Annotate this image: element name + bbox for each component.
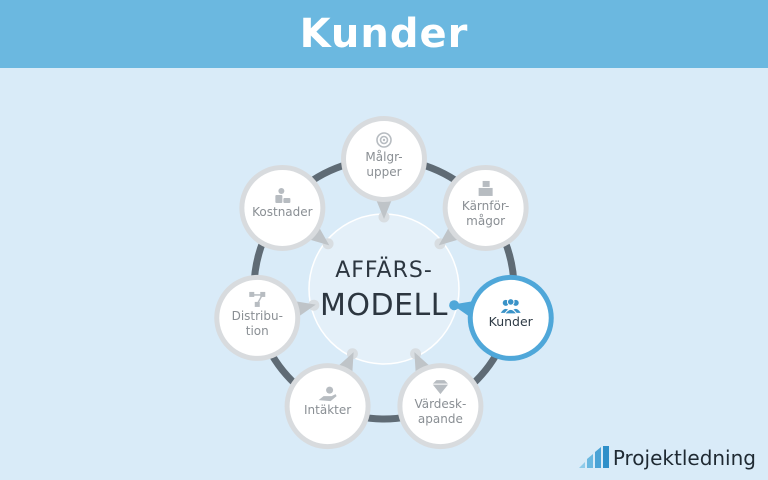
node-label: Distribu-: [232, 309, 283, 323]
node-kunder[interactable]: Kunder: [452, 274, 554, 361]
node-circle: [289, 368, 366, 445]
node-circle: [402, 368, 479, 445]
center-title-line2: MODELL: [320, 288, 448, 323]
coins-icon: [275, 187, 291, 203]
blocks-icon: [478, 180, 493, 196]
node-malgrupper[interactable]: Målgr-upper: [341, 116, 427, 219]
node-distribution[interactable]: Distribu-tion: [214, 274, 316, 361]
network-icon: [249, 291, 266, 307]
node-label: Kunder: [489, 314, 534, 329]
node-karnformagor[interactable]: Kärnför-mågor: [438, 164, 529, 251]
node-label: upper: [366, 165, 401, 179]
node-intakter[interactable]: Intäkter: [284, 352, 371, 450]
node-label: Värdesk-: [414, 397, 466, 411]
brand-bars-icon: [578, 446, 609, 468]
node-circle: [447, 169, 524, 246]
node-circle: [346, 121, 422, 197]
node-label: Intäkter: [304, 403, 351, 417]
page-title: Kunder: [299, 11, 469, 57]
hand-coin-icon: [318, 386, 337, 402]
brand-text: Projektledning: [612, 446, 756, 470]
diamond-icon: [432, 380, 449, 395]
node-label: tion: [246, 324, 269, 338]
people-icon: [500, 298, 521, 315]
node-label: apande: [418, 412, 463, 426]
node-label: Kostnader: [252, 205, 313, 219]
brand-logo: Projektledning: [578, 446, 756, 470]
node-label: mågor: [466, 214, 505, 228]
node-label: Kärnför-: [462, 199, 509, 213]
target-icon: [376, 132, 392, 148]
center-title-line1: AFFÄRS-: [335, 257, 433, 283]
node-circle: [472, 279, 549, 356]
node-label: Målgr-: [365, 150, 402, 164]
node-vardeskapande[interactable]: Värdesk-apande: [397, 352, 484, 450]
node-circle: [219, 279, 296, 356]
node-kostnader[interactable]: Kostnader: [239, 164, 330, 251]
node-circle: [244, 169, 321, 246]
header-bar: Kunder: [0, 0, 768, 68]
